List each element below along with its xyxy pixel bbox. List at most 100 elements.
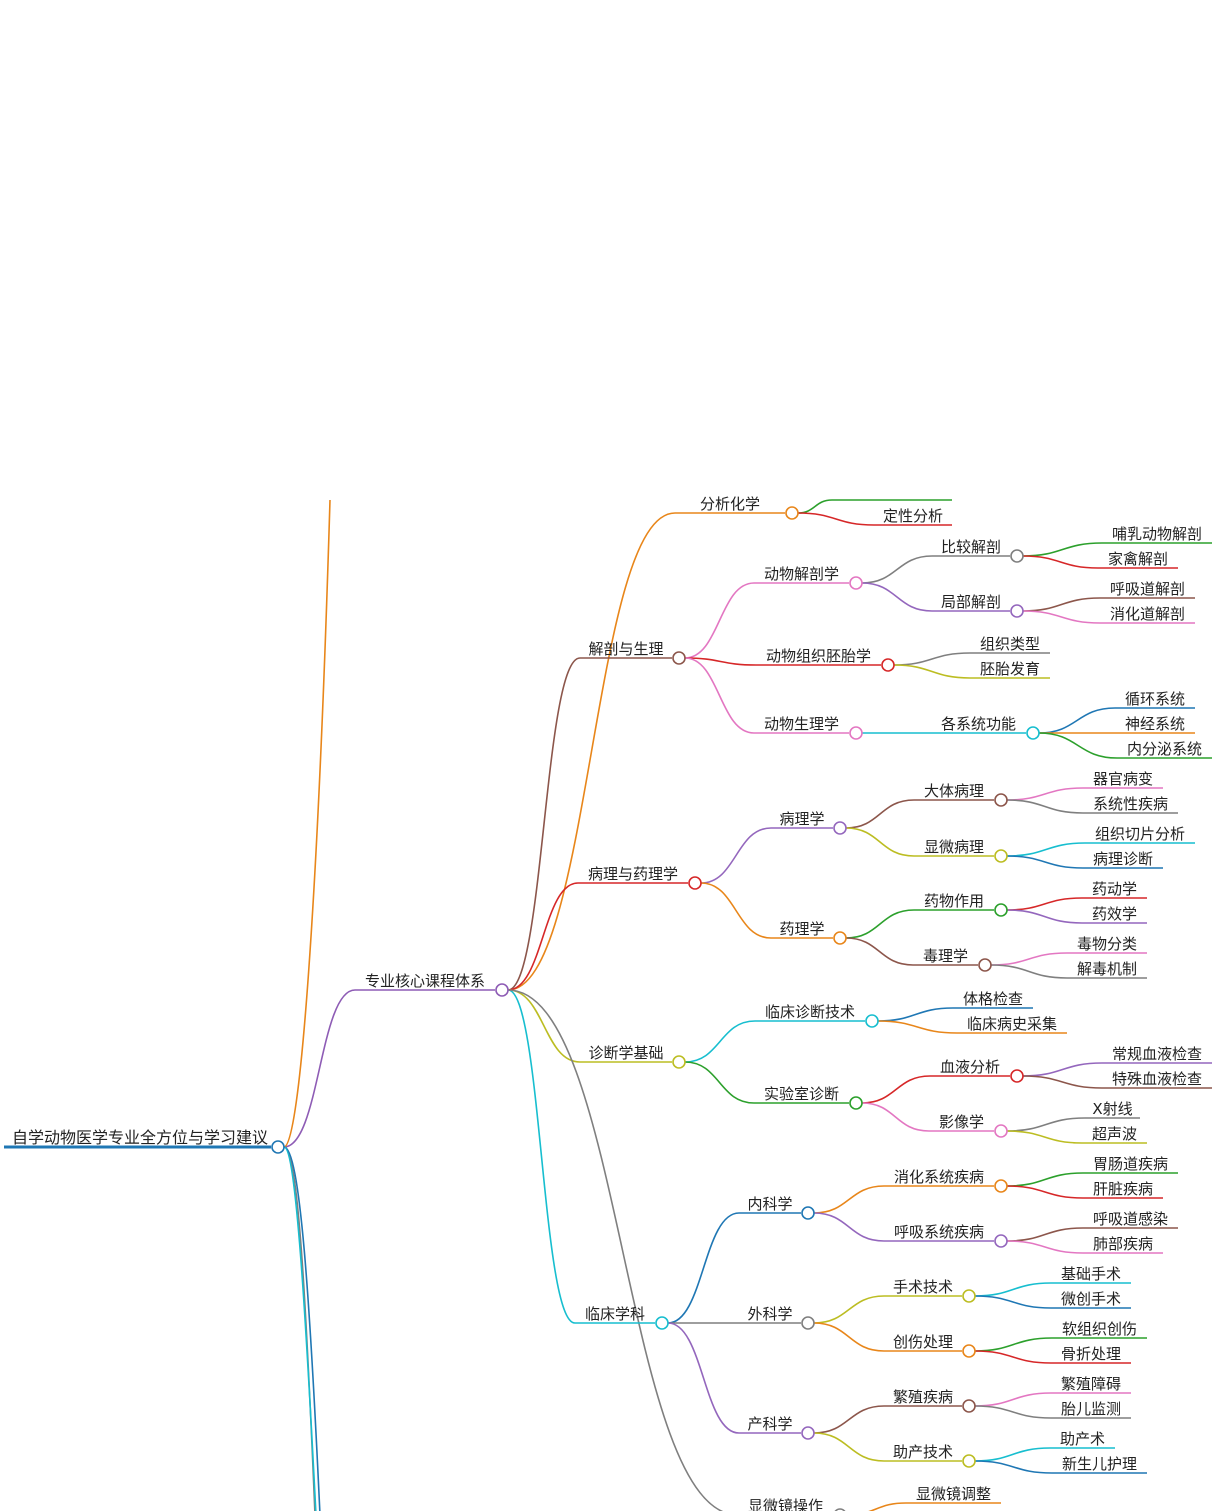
node-label[interactable]: 病理学 [779, 810, 824, 828]
expand-toggle-icon[interactable] [994, 1124, 1008, 1138]
expand-toggle-icon[interactable] [801, 1206, 815, 1220]
node-label[interactable]: 影像学 [939, 1113, 984, 1131]
expand-toggle-icon[interactable] [688, 876, 702, 890]
node-label[interactable]: 体格检查 [963, 990, 1023, 1008]
node-label[interactable]: X射线 [1092, 1100, 1132, 1118]
node-label[interactable]: 肺部疾病 [1093, 1235, 1153, 1253]
node-label[interactable]: 助产技术 [893, 1443, 953, 1461]
node-label[interactable]: 动物生理学 [764, 715, 839, 733]
node-label[interactable]: 组织切片分析 [1095, 825, 1185, 843]
expand-toggle-icon[interactable] [785, 506, 799, 520]
node-label[interactable]: 病理诊断 [1093, 850, 1153, 868]
expand-toggle-icon[interactable] [849, 1096, 863, 1110]
expand-toggle-icon[interactable] [495, 983, 509, 997]
node-label[interactable]: 毒物分类 [1077, 935, 1137, 953]
expand-toggle-icon[interactable] [865, 1014, 879, 1028]
expand-toggle-icon[interactable] [849, 726, 863, 740]
node-label[interactable]: 局部解剖 [941, 593, 1001, 611]
node-label[interactable]: 呼吸道解剖 [1110, 580, 1185, 598]
expand-toggle-icon[interactable] [833, 821, 847, 835]
expand-toggle-icon[interactable] [801, 1316, 815, 1330]
expand-toggle-icon[interactable] [881, 658, 895, 672]
node-label[interactable]: 临床诊断技术 [765, 1003, 855, 1021]
node-label[interactable]: 实验室诊断 [764, 1085, 839, 1103]
node-label[interactable]: 胎儿监测 [1061, 1400, 1121, 1418]
expand-toggle-icon[interactable] [655, 1316, 669, 1330]
node-label[interactable]: 呼吸道感染 [1093, 1210, 1168, 1228]
expand-toggle-icon[interactable] [978, 958, 992, 972]
node-label[interactable]: 显微病理 [924, 838, 984, 856]
node-label[interactable]: 繁殖障碍 [1061, 1375, 1121, 1393]
node-label[interactable]: 动物解剖学 [764, 565, 839, 583]
node-label[interactable]: 显微镜操作 [748, 1497, 823, 1511]
node-label[interactable]: 临床病史采集 [967, 1015, 1057, 1033]
node-label[interactable]: 家禽解剖 [1108, 550, 1168, 568]
root-node-label[interactable]: 自学动物医学专业全方位与学习建议 [12, 1128, 268, 1147]
node-label[interactable]: 微创手术 [1061, 1290, 1121, 1308]
node-label[interactable]: 药效学 [1092, 905, 1137, 923]
node-label[interactable]: 内科学 [747, 1195, 792, 1213]
expand-toggle-icon[interactable] [962, 1344, 976, 1358]
node-label[interactable]: 动物组织胚胎学 [766, 647, 871, 665]
node-label[interactable]: 比较解剖 [941, 538, 1001, 556]
node-label[interactable]: 血液分析 [940, 1058, 1000, 1076]
node-label[interactable]: 循环系统 [1125, 690, 1185, 708]
node-label[interactable]: 手术技术 [893, 1278, 953, 1296]
node-label[interactable]: 助产术 [1060, 1430, 1105, 1448]
expand-toggle-icon[interactable] [994, 849, 1008, 863]
node-label[interactable]: 诊断学基础 [588, 1044, 663, 1062]
expand-toggle-icon[interactable] [801, 1426, 815, 1440]
node-label[interactable]: 特殊血液检查 [1112, 1070, 1202, 1088]
node-label[interactable]: 定性分析 [883, 507, 943, 525]
node-label[interactable]: 超声波 [1092, 1125, 1137, 1143]
node-label[interactable]: 基础手术 [1061, 1265, 1121, 1283]
node-label[interactable]: 解剖与生理 [588, 640, 663, 658]
node-label[interactable]: 药理学 [779, 920, 824, 938]
node-label[interactable]: 消化道解剖 [1110, 605, 1185, 623]
node-label[interactable]: 内分泌系统 [1127, 740, 1202, 758]
node-label[interactable]: 软组织创伤 [1062, 1320, 1137, 1338]
node-label[interactable]: 组织类型 [980, 635, 1040, 653]
node-label[interactable]: 消化系统疾病 [894, 1168, 984, 1186]
node-label[interactable]: 常规血液检查 [1112, 1045, 1202, 1063]
node-label[interactable]: 器官病变 [1093, 770, 1153, 788]
node-label[interactable]: 外科学 [747, 1305, 792, 1323]
node-label[interactable]: 专业核心课程体系 [365, 972, 485, 990]
node-label[interactable]: 大体病理 [924, 782, 984, 800]
expand-toggle-icon[interactable] [994, 793, 1008, 807]
expand-toggle-icon[interactable] [672, 1055, 686, 1069]
node-label[interactable]: 解毒机制 [1077, 960, 1137, 978]
node-label[interactable]: 各系统功能 [941, 715, 1016, 733]
node-label[interactable]: 呼吸系统疾病 [894, 1223, 984, 1241]
expand-toggle-icon[interactable] [994, 1179, 1008, 1193]
node-label[interactable]: 肝脏疾病 [1093, 1180, 1153, 1198]
node-label[interactable]: 骨折处理 [1061, 1345, 1121, 1363]
node-label[interactable]: 分析化学 [700, 495, 760, 513]
node-label[interactable]: 胃肠道疾病 [1093, 1155, 1168, 1173]
expand-toggle-icon[interactable] [833, 931, 847, 945]
node-label[interactable]: 临床学科 [585, 1305, 645, 1323]
expand-toggle-icon[interactable] [962, 1399, 976, 1413]
expand-toggle-icon[interactable] [271, 1140, 285, 1154]
expand-toggle-icon[interactable] [1010, 1069, 1024, 1083]
node-label[interactable]: 创伤处理 [893, 1333, 953, 1351]
node-label[interactable]: 繁殖疾病 [893, 1388, 953, 1406]
node-label[interactable]: 胚胎发育 [980, 660, 1040, 678]
node-label[interactable]: 药动学 [1092, 880, 1137, 898]
node-label[interactable]: 显微镜调整 [916, 1485, 991, 1503]
expand-toggle-icon[interactable] [994, 1234, 1008, 1248]
expand-toggle-icon[interactable] [994, 903, 1008, 917]
expand-toggle-icon[interactable] [1010, 549, 1024, 563]
node-label[interactable]: 药物作用 [924, 892, 984, 910]
node-label[interactable]: 系统性疾病 [1093, 795, 1168, 813]
expand-toggle-icon[interactable] [849, 576, 863, 590]
node-label[interactable]: 新生儿护理 [1062, 1455, 1137, 1473]
expand-toggle-icon[interactable] [962, 1289, 976, 1303]
node-label[interactable]: 哺乳动物解剖 [1112, 525, 1202, 543]
node-label[interactable]: 毒理学 [923, 947, 968, 965]
node-label[interactable]: 病理与药理学 [588, 865, 678, 883]
expand-toggle-icon[interactable] [1010, 604, 1024, 618]
node-label[interactable]: 产科学 [747, 1415, 792, 1433]
node-label[interactable]: 神经系统 [1125, 715, 1185, 733]
expand-toggle-icon[interactable] [672, 651, 686, 665]
